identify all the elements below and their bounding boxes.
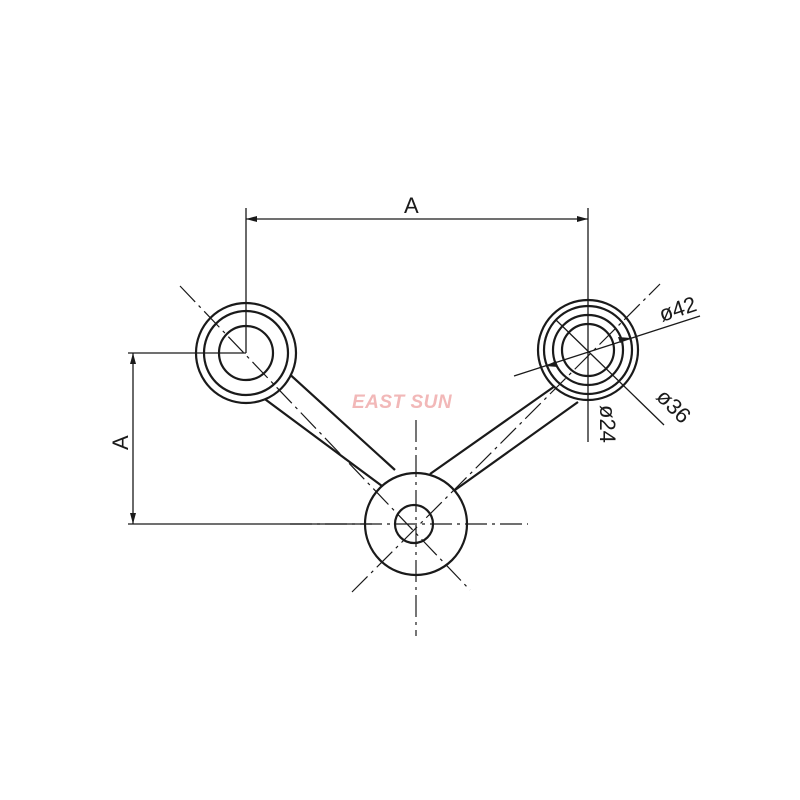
middle-diameter-label: ø36 xyxy=(651,384,695,428)
horizontal-dimension-label: A xyxy=(404,193,419,218)
horizontal-dimension: A xyxy=(245,193,589,442)
inner-diameter-label: ø24 xyxy=(595,405,620,443)
watermark-text: EAST SUN xyxy=(352,392,453,413)
vertical-dimension: A xyxy=(108,352,372,525)
right-arm xyxy=(429,385,579,491)
outer-diameter-label: ø42 xyxy=(656,291,700,326)
vertical-dimension-label: A xyxy=(108,435,133,450)
left-arm xyxy=(249,369,396,487)
